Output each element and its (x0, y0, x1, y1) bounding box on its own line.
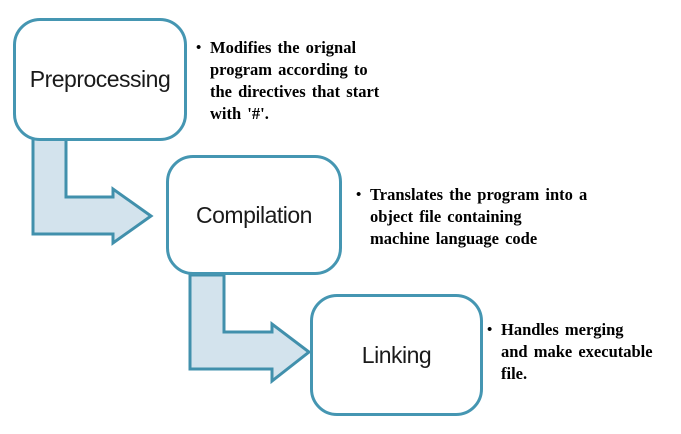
step-box-compilation: Compilation (166, 155, 342, 275)
bent-arrow-1 (31, 137, 154, 246)
bullet-text-line: the directives that start (210, 82, 380, 101)
bullet-text-preprocessing: Modifies the orignal program according t… (210, 37, 381, 125)
bullet-text-line: and make executable (501, 342, 653, 361)
bullet-preprocessing: • Modifies the orignal program according… (196, 37, 381, 125)
bullet-text-linking: Handles merging and make executable file… (501, 319, 681, 385)
bullet-marker: • (487, 322, 493, 338)
bullet-text-line: Translates the program into a (370, 185, 588, 204)
bent-arrow-2 (188, 273, 312, 385)
step-label-compilation: Compilation (196, 201, 312, 228)
bullet-text-line: Handles merging (501, 320, 624, 339)
bullet-text-line: machine language code (370, 229, 538, 248)
bullet-text-line: Modifies the orignal (210, 38, 357, 57)
step-box-linking: Linking (310, 294, 483, 416)
bullet-text-compilation: Translates the program into a object fil… (370, 184, 656, 250)
bullet-text-line: program according to (210, 60, 368, 79)
step-box-preprocessing: Preprocessing (13, 18, 187, 141)
bullet-marker: • (196, 40, 202, 56)
bullet-marker: • (356, 187, 362, 203)
step-label-linking: Linking (361, 341, 432, 368)
bullet-text-line: object file containing (370, 207, 522, 226)
step-label-preprocessing: Preprocessing (29, 66, 171, 92)
bullet-text-line: with '#'. (210, 104, 269, 123)
bullet-compilation: • Translates the program into a object f… (356, 184, 656, 250)
bullet-text-line: file. (501, 364, 528, 383)
bullet-linking: • Handles merging and make executable fi… (487, 319, 681, 385)
